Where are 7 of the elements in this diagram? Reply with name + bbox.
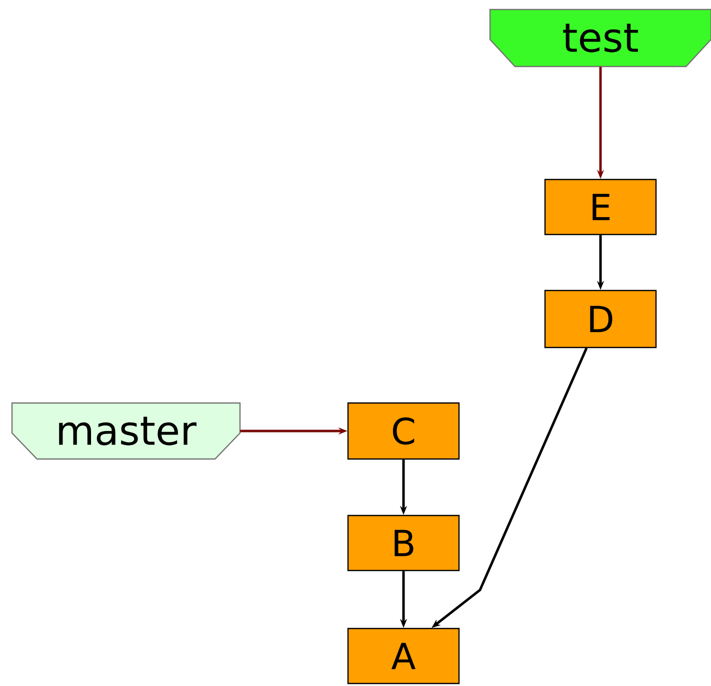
- commit-box: B: [347, 514, 460, 572]
- commit-box: D: [544, 290, 657, 348]
- commit-box: E: [544, 178, 657, 236]
- branch-tag: master: [11, 402, 241, 460]
- commit-box: C: [347, 402, 460, 460]
- branch-tag: test: [489, 8, 711, 68]
- commit-box: A: [347, 628, 460, 684]
